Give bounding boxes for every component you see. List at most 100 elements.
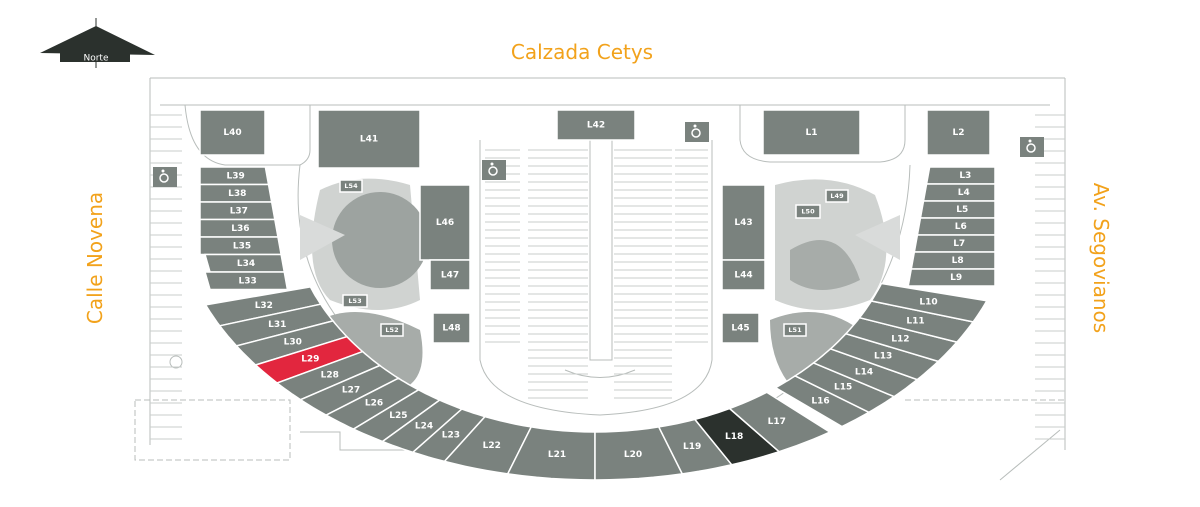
lot-l6[interactable]: L6 xyxy=(916,217,996,236)
lot-l28[interactable]: L28 xyxy=(275,350,382,401)
lot-l30[interactable]: L30 xyxy=(235,320,349,366)
lot-shape[interactable] xyxy=(254,335,365,384)
lot-label: L12 xyxy=(891,334,909,344)
lot-shape[interactable] xyxy=(235,320,349,366)
lot-shape[interactable] xyxy=(795,204,821,219)
lot-l46[interactable]: L46 xyxy=(419,184,471,261)
lot-shape[interactable] xyxy=(204,286,322,327)
lot-shape[interactable] xyxy=(342,294,368,308)
lot-shape[interactable] xyxy=(721,259,766,291)
lot-l42[interactable]: L42 xyxy=(556,109,636,141)
lot-l5[interactable]: L5 xyxy=(919,200,996,219)
lot-shape[interactable] xyxy=(783,323,807,337)
lot-l18[interactable]: L18 xyxy=(693,407,781,466)
lot-l12[interactable]: L12 xyxy=(844,316,959,363)
lot-l45[interactable]: L45 xyxy=(721,312,760,344)
lot-l39[interactable]: L39 xyxy=(199,166,270,186)
lot-l14[interactable]: L14 xyxy=(812,347,919,398)
lot-l4[interactable]: L4 xyxy=(922,183,996,202)
lot-label: L11 xyxy=(906,316,924,326)
lot-shape[interactable] xyxy=(693,407,781,466)
lot-l24[interactable]: L24 xyxy=(380,399,464,454)
lot-l40[interactable]: L40 xyxy=(199,109,266,156)
lot-shape[interactable] xyxy=(556,109,636,141)
lot-l43[interactable]: L43 xyxy=(721,184,766,261)
lot-shape[interactable] xyxy=(199,109,266,156)
lot-l10[interactable]: L10 xyxy=(870,282,988,323)
lot-l25[interactable]: L25 xyxy=(351,388,442,443)
lot-shape[interactable] xyxy=(858,300,975,343)
lot-l2[interactable]: L2 xyxy=(926,109,991,156)
lot-l54[interactable]: L54 xyxy=(339,179,363,193)
lot-l26[interactable]: L26 xyxy=(324,377,421,430)
lot-shape[interactable] xyxy=(594,426,684,481)
lot-shape[interactable] xyxy=(926,109,991,156)
lot-shape[interactable] xyxy=(351,388,442,443)
lot-shape[interactable] xyxy=(870,282,988,323)
lot-l17[interactable]: L17 xyxy=(728,391,832,453)
lot-l16[interactable]: L16 xyxy=(774,375,871,428)
lot-shape[interactable] xyxy=(829,332,940,381)
lot-shape[interactable] xyxy=(380,323,404,337)
lot-shape[interactable] xyxy=(721,312,760,344)
lot-l15[interactable]: L15 xyxy=(793,362,896,414)
lot-shape[interactable] xyxy=(324,377,421,430)
lot-l3[interactable]: L3 xyxy=(925,166,996,185)
lot-l19[interactable]: L19 xyxy=(657,418,734,475)
lot-l47[interactable]: L47 xyxy=(429,259,471,291)
lot-shape[interactable] xyxy=(506,426,596,481)
lot-l21[interactable]: L21 xyxy=(506,426,596,481)
lot-l35[interactable]: L35 xyxy=(199,236,283,256)
lot-shape[interactable] xyxy=(907,268,996,287)
lot-shape[interactable] xyxy=(275,350,382,401)
lot-shape[interactable] xyxy=(825,189,849,203)
lot-l37[interactable]: L37 xyxy=(199,201,276,221)
lot-shape[interactable] xyxy=(657,418,734,475)
lot-shape[interactable] xyxy=(411,408,487,463)
lot-l27[interactable]: L27 xyxy=(299,364,401,416)
lot-l13[interactable]: L13 xyxy=(829,332,940,381)
lot-l50[interactable]: L50 xyxy=(795,204,821,219)
lot-l20[interactable]: L20 xyxy=(594,426,684,481)
lot-l38[interactable]: L38 xyxy=(199,183,273,203)
lot-l9[interactable]: L9 xyxy=(907,268,996,287)
lot-shape[interactable] xyxy=(339,179,363,193)
lot-l51[interactable]: L51 xyxy=(783,323,807,337)
lot-l53[interactable]: L53 xyxy=(342,294,368,308)
lot-l52[interactable]: L52 xyxy=(380,323,404,337)
lot-shape[interactable] xyxy=(204,271,289,291)
lot-shape[interactable] xyxy=(429,259,471,291)
lot-shape[interactable] xyxy=(299,364,401,416)
lot-label: L35 xyxy=(233,241,251,251)
lot-shape[interactable] xyxy=(432,312,471,344)
lot-l1[interactable]: L1 xyxy=(762,109,861,156)
lot-shape[interactable] xyxy=(762,109,861,156)
lot-label: L45 xyxy=(731,324,749,334)
lot-l48[interactable]: L48 xyxy=(432,312,471,344)
lot-shape[interactable] xyxy=(844,316,959,363)
lot-shape[interactable] xyxy=(793,362,896,414)
lot-l36[interactable]: L36 xyxy=(199,218,279,238)
lot-l49[interactable]: L49 xyxy=(825,189,849,203)
lot-l29[interactable]: L29 xyxy=(254,335,365,384)
lot-l44[interactable]: L44 xyxy=(721,259,766,291)
lot-shape[interactable] xyxy=(218,303,335,347)
lot-l7[interactable]: L7 xyxy=(913,234,996,253)
lot-label: L53 xyxy=(348,297,361,305)
lot-label: L2 xyxy=(953,128,965,138)
lot-l41[interactable]: L41 xyxy=(317,109,421,169)
lot-l22[interactable]: L22 xyxy=(443,415,533,475)
lot-shape[interactable] xyxy=(812,347,919,398)
lot-shape[interactable] xyxy=(728,391,832,453)
lot-l33[interactable]: L33 xyxy=(204,271,289,291)
lot-l23[interactable]: L23 xyxy=(411,408,487,463)
lot-shape[interactable] xyxy=(774,375,871,428)
lot-l31[interactable]: L31 xyxy=(218,303,335,347)
lot-shape[interactable] xyxy=(317,109,421,169)
lot-l11[interactable]: L11 xyxy=(858,300,975,343)
lot-l32[interactable]: L32 xyxy=(204,286,322,327)
lot-shape[interactable] xyxy=(443,415,533,475)
lot-shape[interactable] xyxy=(380,399,464,454)
lot-l34[interactable]: L34 xyxy=(204,253,286,273)
lot-l8[interactable]: L8 xyxy=(910,251,996,270)
